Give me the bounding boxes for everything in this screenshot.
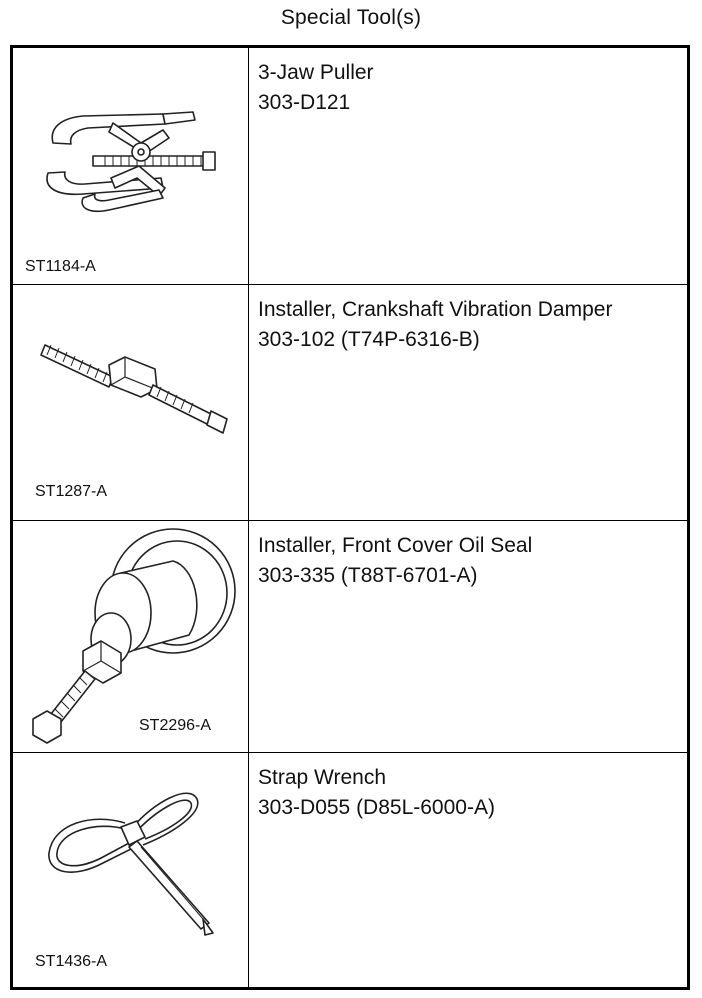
tool-row: ST1287-A Installer, Crankshaft Vibration… <box>13 285 687 521</box>
tool-image-cell: ST1287-A <box>13 285 249 520</box>
tool-image-code: ST1436-A <box>35 953 108 970</box>
page-title: Special Tool(s) <box>280 6 422 29</box>
tool-image-cell: ST1436-A <box>13 753 249 987</box>
tool-row: ST1436-A Strap Wrench 303-D055 (D85L-600… <box>13 753 687 987</box>
tool-description: Installer, Front Cover Oil Seal 303-335 … <box>258 531 686 591</box>
tool-image-code: ST1287-A <box>35 483 108 500</box>
tool-description: Strap Wrench 303-D055 (D85L-6000-A) <box>258 763 686 823</box>
damper-installer-icon <box>40 344 228 434</box>
strap-wrench-icon <box>48 792 214 936</box>
tool-number: 303-D055 (D85L-6000-A) <box>258 796 495 819</box>
special-tools-table: ST1184-A 3-Jaw Puller 303-D121 <box>10 45 690 990</box>
tool-name: Installer, Crankshaft Vibration Damper <box>258 298 613 321</box>
tool-number: 303-102 (T74P-6316-B) <box>258 328 480 351</box>
tool-description: Installer, Crankshaft Vibration Damper 3… <box>258 295 686 355</box>
tool-image-cell: ST2296-A <box>13 521 249 752</box>
tool-row: ST1184-A 3-Jaw Puller 303-D121 <box>13 48 687 285</box>
three-jaw-puller-icon <box>46 111 216 213</box>
tool-row: ST2296-A Installer, Front Cover Oil Seal… <box>13 521 687 753</box>
tool-image-cell: ST1184-A <box>13 48 249 284</box>
tool-name: Strap Wrench <box>258 766 386 789</box>
tool-number: 303-335 (T88T-6701-A) <box>258 564 478 587</box>
tool-description: 3-Jaw Puller 303-D121 <box>258 58 686 118</box>
tool-image-code: ST2296-A <box>139 717 212 734</box>
tool-name: 3-Jaw Puller <box>258 61 374 84</box>
oil-seal-installer-icon <box>32 528 236 744</box>
tool-number: 303-D121 <box>258 91 351 114</box>
tool-name: Installer, Front Cover Oil Seal <box>258 534 533 557</box>
tool-image-code: ST1184-A <box>25 258 96 275</box>
